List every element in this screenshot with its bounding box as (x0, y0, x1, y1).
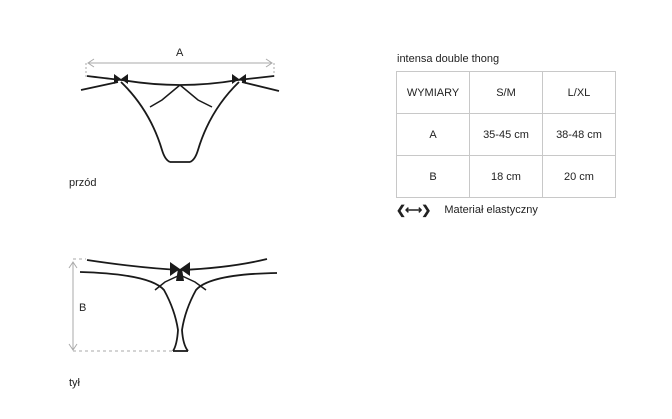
product-title: intensa double thong (397, 53, 500, 65)
front-label: przód (69, 177, 97, 189)
dimension-b-label: B (79, 302, 87, 314)
dimension-a-label: A (176, 47, 184, 59)
back-diagram (68, 258, 278, 352)
legend: ❮⟷❯ Materiał elastyczny (396, 203, 538, 217)
table-header-row: WYMIARY S/M L/XL (396, 71, 616, 114)
size-table: WYMIARY S/M L/XL A 35-45 cm 38-48 cm B 1… (396, 71, 616, 198)
back-label: tył (69, 377, 80, 389)
table-cell: 18 cm (469, 155, 543, 198)
table-cell: 38-48 cm (542, 113, 616, 156)
legend-text: Materiał elastyczny (444, 204, 538, 216)
front-diagram (80, 58, 280, 163)
table-row: B 18 cm 20 cm (396, 155, 616, 198)
header-cell: S/M (469, 71, 543, 114)
dimension-a-arrow (85, 58, 275, 78)
header-cell: WYMIARY (396, 71, 470, 114)
elastic-arrow-icon: ❮⟷❯ (396, 203, 431, 217)
table-cell: A (396, 113, 470, 156)
table-cell: B (396, 155, 470, 198)
header-cell: L/XL (542, 71, 616, 114)
dimension-b-arrow (68, 258, 172, 352)
bow-icon (170, 262, 190, 281)
table-row: A 35-45 cm 38-48 cm (396, 113, 616, 156)
table-cell: 35-45 cm (469, 113, 543, 156)
table-cell: 20 cm (542, 155, 616, 198)
bow-icon (114, 74, 246, 84)
